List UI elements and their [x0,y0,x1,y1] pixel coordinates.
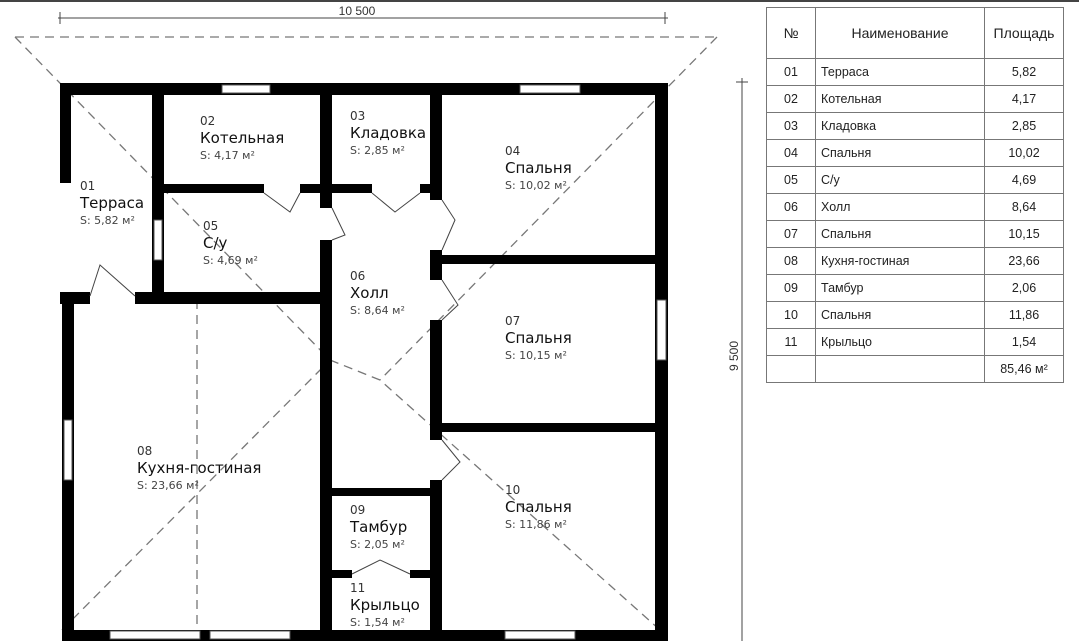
room-name-cell: Спальня [815,301,985,329]
room-number: 09 [350,503,365,517]
room-number-cell: 10 [766,301,816,329]
room-number-cell: 01 [766,58,816,86]
room-area: S: 8,64 м² [350,304,405,317]
room-name-cell: Крыльцо [815,328,985,356]
room-area: S: 10,15 м² [505,349,567,362]
top-border [0,0,1079,2]
room-area-cell: 2,85 [984,112,1064,140]
room-name: Терраса [79,194,144,212]
total-area-cell: 85,46 м² [984,355,1064,383]
walls [60,83,668,641]
room-number-cell: 11 [766,328,816,356]
room-area: S: 4,69 м² [203,254,258,267]
room-number-cell: 08 [766,247,816,275]
room-area-cell: 10,02 [984,139,1064,167]
room-area-cell: 2,06 [984,274,1064,302]
room-number-cell: 02 [766,85,816,113]
room-area: S: 10,02 м² [505,179,567,192]
room-number: 04 [505,144,520,158]
room-number-cell: 04 [766,139,816,167]
floor-plan: 10 500 9 500 [14,4,748,641]
room-number: 08 [137,444,152,458]
room-area-cell: 4,69 [984,166,1064,194]
room-area-cell: 10,15 [984,220,1064,248]
room-name: С/у [203,234,228,252]
room-name: Крыльцо [350,596,420,614]
room-area-cell: 1,54 [984,328,1064,356]
header-name: Наименование [815,7,985,59]
room-number: 06 [350,269,365,283]
room-area: S: 2,05 м² [350,538,405,551]
room-area: S: 11,86 м² [505,518,567,531]
room-number-cell: 03 [766,112,816,140]
room-name-cell: Холл [815,193,985,221]
room-number-cell: 07 [766,220,816,248]
room-name: Кухня-гостиная [137,459,261,477]
room-area: S: 23,66 м² [137,479,199,492]
room-name-cell: Кладовка [815,112,985,140]
room-number-cell: 09 [766,274,816,302]
room-area-cell: 11,86 [984,301,1064,329]
room-number: 07 [505,314,520,328]
room-number: 01 [80,179,95,193]
room-area: S: 2,85 м² [350,144,405,157]
room-area-cell: 23,66 [984,247,1064,275]
room-name-cell: Спальня [815,139,985,167]
room-name-cell: Терраса [815,58,985,86]
room-name: Тамбур [349,518,407,536]
header-number: № [766,7,816,59]
width-dimension: 10 500 [339,4,376,18]
empty-cell [815,355,985,383]
room-area-cell: 8,64 [984,193,1064,221]
room-name-cell: Котельная [815,85,985,113]
room-name: Спальня [505,329,572,347]
room-number-cell: 06 [766,193,816,221]
doors [89,192,461,575]
room-name-cell: С/у [815,166,985,194]
room-name: Кладовка [350,124,426,142]
table-header-row: № Наименование Площадь [766,7,1064,59]
room-name: Спальня [505,159,572,177]
room-number: 11 [350,581,365,595]
room-name-cell: Тамбур [815,274,985,302]
height-dimension: 9 500 [727,341,741,371]
windows [63,84,667,640]
room-name-cell: Спальня [815,220,985,248]
dimension-lines [58,12,748,641]
room-area-cell: 5,82 [984,58,1064,86]
room-name: Спальня [505,498,572,516]
table-total-row: 85,46 м² [766,355,1064,383]
header-area: Площадь [984,7,1064,59]
room-area: S: 4,17 м² [200,149,255,162]
room-name: Холл [350,284,389,302]
room-number: 10 [505,483,520,497]
room-area: S: 5,82 м² [80,214,135,227]
room-number: 03 [350,109,365,123]
empty-cell [766,355,816,383]
room-number-cell: 05 [766,166,816,194]
room-area: S: 1,54 м² [350,616,405,629]
room-area-cell: 4,17 [984,85,1064,113]
room-name-cell: Кухня-гостиная [815,247,985,275]
room-name: Котельная [200,129,284,147]
room-number: 05 [203,219,218,233]
room-number: 02 [200,114,215,128]
